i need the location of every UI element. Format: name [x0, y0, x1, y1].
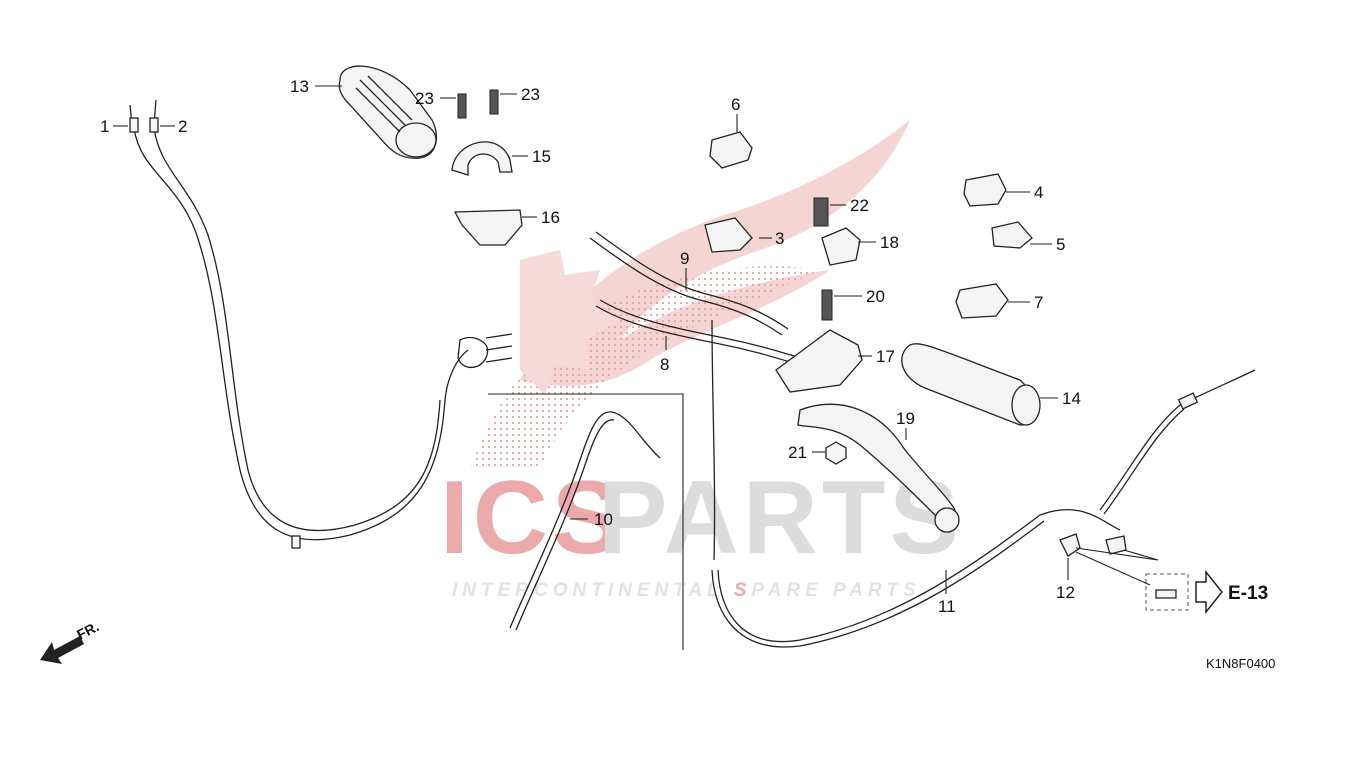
brake-cable — [711, 319, 1256, 648]
callout-14: 14 — [1062, 389, 1081, 408]
switch-housings — [451, 141, 523, 246]
throttle-cables — [129, 99, 513, 549]
callout-6: 6 — [731, 95, 740, 114]
front-indicator: FR. — [40, 618, 101, 664]
watermark: ICS PARTS INTERCONTINENTAL SPARE PARTS — [440, 120, 959, 601]
watermark-wing-dots — [470, 266, 820, 470]
callout-17: 17 — [876, 347, 895, 366]
callout-leaders — [113, 85, 1069, 594]
watermark-brand-left: ICS — [440, 460, 625, 576]
reference-label: E-13 — [1228, 583, 1268, 604]
callout-8: 8 — [660, 355, 669, 374]
watermark-tagline-continental: CONTINENTAL — [534, 580, 734, 601]
callout-19: 19 — [896, 409, 915, 428]
callout-20: 20 — [866, 287, 885, 306]
callout-18: 18 — [880, 233, 899, 252]
watermark-gear-shape — [520, 250, 620, 395]
throttle-grip — [338, 65, 438, 159]
callout-23-left: 23 — [415, 89, 434, 108]
callout-5: 5 — [1056, 235, 1065, 254]
callouts: 1 2 3 4 5 6 7 8 9 10 11 12 13 14 15 16 1… — [100, 77, 1081, 616]
section-divider — [488, 393, 684, 650]
callout-3: 3 — [775, 229, 784, 248]
front-arrow-icon — [40, 636, 84, 664]
watermark-tagline-pare-parts: PARE PARTS — [751, 580, 920, 601]
small-switches — [704, 131, 1033, 319]
callout-13: 13 — [290, 77, 309, 96]
callout-1: 1 — [100, 117, 109, 136]
callout-16: 16 — [541, 208, 560, 227]
callout-7: 7 — [1034, 293, 1043, 312]
cable-clamp — [1059, 533, 1189, 611]
reference-arrow-icon — [1195, 569, 1223, 615]
left-grip — [901, 343, 1041, 426]
callout-15: 15 — [532, 147, 551, 166]
watermark-tagline-inter: INTER — [452, 580, 534, 601]
choke-cable — [509, 411, 661, 631]
reference-marker: E-13 — [1195, 569, 1268, 615]
callout-22: 22 — [850, 196, 869, 215]
callout-23-right: 23 — [521, 85, 540, 104]
callout-10: 10 — [594, 510, 613, 529]
lever-assembly — [775, 197, 960, 533]
callout-21: 21 — [788, 443, 807, 462]
callout-12: 12 — [1056, 583, 1075, 602]
callout-2: 2 — [178, 117, 187, 136]
callout-9: 9 — [680, 249, 689, 268]
stop-switch-wires — [589, 231, 795, 363]
screws-23 — [457, 89, 499, 119]
watermark-tagline-s: S — [734, 580, 752, 601]
watermark-tagline: INTERCONTINENTAL SPARE PARTS — [452, 580, 921, 601]
callout-11: 11 — [938, 597, 956, 616]
diagram-code: K1N8F0400 — [1206, 656, 1275, 671]
callout-4: 4 — [1034, 183, 1043, 202]
